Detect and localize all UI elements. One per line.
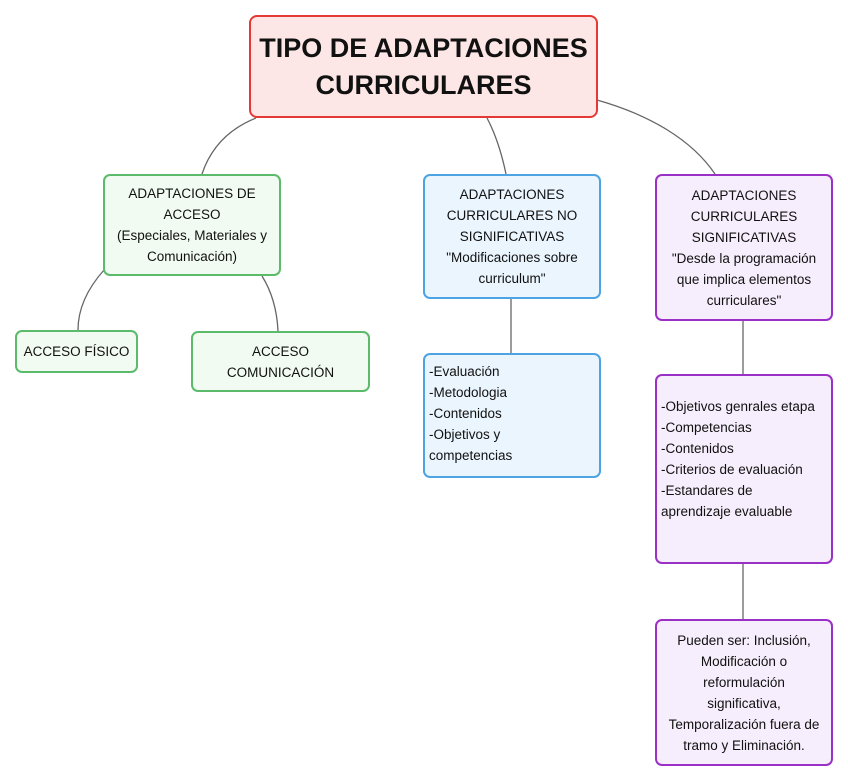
node-text: TIPO DE ADAPTACIONES CURRICULARES bbox=[259, 30, 588, 104]
node-text-line: -Competencias bbox=[661, 420, 752, 435]
node-text-line: que implica elementos bbox=[676, 271, 812, 287]
node-text-line: curriculares" bbox=[706, 292, 782, 308]
node-text-line: tramo y Eliminación. bbox=[683, 737, 805, 753]
node-text-line: ACCESO FÍSICO bbox=[23, 344, 130, 359]
node-text-line: aprendizaje evaluable bbox=[661, 504, 793, 519]
node-text-line: CURRICULARES NO bbox=[446, 208, 578, 223]
node-text-line: CURRICULARES bbox=[315, 69, 532, 100]
node-text: ADAPTACIONES DE ACCESO (Especiales, Materi… bbox=[117, 183, 267, 267]
node-significativas-items: -Objetivos genrales etapa -Competencias -C… bbox=[655, 374, 833, 564]
node-text-line: Modificación o bbox=[700, 653, 788, 669]
connector-root-no-significativas bbox=[486, 117, 507, 175]
node-text-line: Temporalización fuera de bbox=[668, 716, 820, 732]
node-text-line: -Contenidos bbox=[429, 406, 502, 421]
node-text-line: "Desde la programación bbox=[671, 250, 817, 266]
node-text: ACCESO COMUNICACIÓN bbox=[227, 341, 334, 383]
connector-root-significativas bbox=[596, 99, 716, 175]
node-text-line: -Metodologia bbox=[429, 385, 508, 400]
node-pueden-ser: Pueden ser: Inclusión, Modificación o refo… bbox=[655, 619, 833, 766]
node-text-line: -Contenidos bbox=[661, 441, 734, 456]
node-text: -Objetivos genrales etapa -Competencias -C… bbox=[661, 396, 815, 522]
node-text: Pueden ser: Inclusión, Modificación o refo… bbox=[669, 630, 820, 756]
node-no-significativas-items: -Evaluación -Metodologia -Contenidos -Objet… bbox=[423, 353, 601, 478]
node-text-line: ACCESO bbox=[163, 207, 221, 222]
node-text-line: reformulación bbox=[703, 674, 785, 690]
node-text-line: -Criterios de evaluación bbox=[661, 462, 803, 477]
node-no-significativas: ADAPTACIONES CURRICULARES NO SIGNIFICATIVA… bbox=[423, 174, 601, 299]
node-text-line: ADAPTACIONES bbox=[691, 187, 797, 203]
connector-acceso-comunicacion bbox=[261, 275, 279, 332]
node-text-line: Pueden ser: Inclusión, bbox=[677, 632, 811, 648]
node-text-line: "Modificaciones sobre bbox=[446, 250, 578, 265]
node-text-line: significativa, bbox=[707, 695, 781, 711]
node-text-line: ADAPTACIONES bbox=[459, 187, 565, 202]
node-text-line: CURRICULARES bbox=[690, 208, 798, 224]
node-text-line: -Objetivos genrales etapa bbox=[661, 399, 815, 414]
node-text-line: ACCESO bbox=[251, 343, 309, 359]
connector-root-acceso bbox=[201, 117, 257, 175]
node-acceso-comunicacion: ACCESO COMUNICACIÓN bbox=[191, 331, 370, 392]
node-text-line: -Objetivos y bbox=[429, 427, 501, 442]
node-text-line: SIGNIFICATIVAS bbox=[691, 229, 797, 245]
node-text: ACCESO FÍSICO bbox=[24, 341, 130, 362]
node-text-line: TIPO DE ADAPTACIONES bbox=[259, 32, 588, 63]
node-text-line: SIGNIFICATIVAS bbox=[459, 229, 565, 244]
node-text-line: Comunicación) bbox=[146, 249, 238, 264]
node-adaptaciones-acceso: ADAPTACIONES DE ACCESO (Especiales, Materi… bbox=[103, 174, 281, 276]
node-text-line: -Evaluación bbox=[429, 364, 500, 379]
node-text-line: ADAPTACIONES DE bbox=[128, 186, 256, 201]
connector-acceso-fisico bbox=[77, 269, 105, 331]
node-text-line: curriculum" bbox=[478, 271, 546, 286]
node-text: ADAPTACIONES CURRICULARES NO SIGNIFICATIVA… bbox=[446, 184, 578, 289]
node-text-line: -Estandares de bbox=[661, 483, 753, 498]
node-significativas: ADAPTACIONES CURRICULARES SIGNIFICATIVAS "D… bbox=[655, 174, 833, 321]
node-text-line: COMUNICACIÓN bbox=[226, 364, 335, 380]
node-text-line: (Especiales, Materiales y bbox=[116, 228, 268, 243]
node-text: -Evaluación -Metodologia -Contenidos -Objet… bbox=[429, 361, 512, 466]
node-acceso-fisico: ACCESO FÍSICO bbox=[15, 330, 138, 373]
node-text-line: competencias bbox=[429, 448, 513, 463]
node-text: ADAPTACIONES CURRICULARES SIGNIFICATIVAS "D… bbox=[672, 185, 816, 311]
node-root: TIPO DE ADAPTACIONES CURRICULARES bbox=[249, 15, 598, 118]
